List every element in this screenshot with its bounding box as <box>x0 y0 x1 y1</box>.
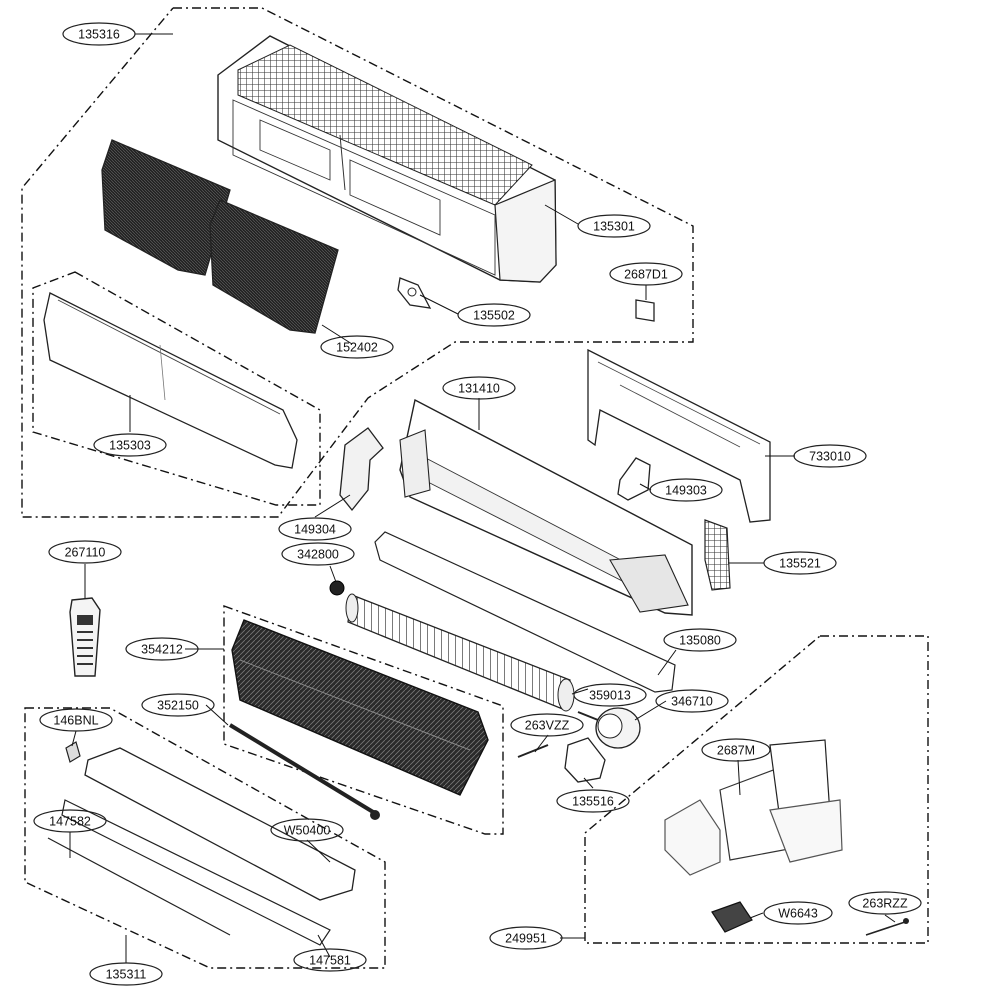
callout-152402[interactable]: 152402 <box>320 335 394 359</box>
vertical-vane-assembly-part <box>47 747 356 946</box>
callout-359013[interactable]: 359013 <box>573 683 647 707</box>
group-outline-front-panel <box>32 271 321 506</box>
callout-label: 149303 <box>665 484 707 498</box>
callout-147582[interactable]: 147582 <box>33 809 107 833</box>
group-outline-vane-assembly <box>24 707 386 969</box>
callout-147581[interactable]: 147581 <box>293 948 367 972</box>
callout-label: 346710 <box>671 695 713 709</box>
callout-342800[interactable]: 342800 <box>281 542 355 566</box>
vane-clip-part <box>65 741 81 763</box>
callout-label: 263RZZ <box>862 897 908 911</box>
callout-267110[interactable]: 267110 <box>48 540 122 564</box>
evaporator-coil-part <box>231 619 489 796</box>
callout-label: 135301 <box>593 220 635 234</box>
front-panel-part <box>43 292 298 469</box>
callout-label: 135080 <box>679 634 721 648</box>
callout-263RZZ[interactable]: 263RZZ <box>848 891 922 915</box>
leader-lines <box>69 33 896 963</box>
callout-label: 146BNL <box>53 714 98 728</box>
callout-label: 135316 <box>78 28 120 42</box>
callout-135316[interactable]: 135316 <box>62 22 136 46</box>
callout-135516[interactable]: 135516 <box>556 789 630 813</box>
room-sensor-part <box>865 918 909 936</box>
fan-bearing-part <box>329 580 345 596</box>
part-callouts: 135316 135301 2687D1 135502 152402 13530… <box>33 22 922 986</box>
callout-label: 733010 <box>809 450 851 464</box>
air-filter-left-part <box>101 139 231 276</box>
callout-135521[interactable]: 135521 <box>763 551 837 575</box>
side-bracket-part <box>339 427 384 512</box>
callout-label: 2687D1 <box>624 268 668 282</box>
air-filter-right-part <box>209 199 339 334</box>
control-box-assembly-part <box>664 739 843 876</box>
remote-control-part <box>69 597 101 677</box>
callout-263VZZ[interactable]: 263VZZ <box>510 713 584 737</box>
callout-label: 352150 <box>157 699 199 713</box>
thermistor-sensor-part <box>517 744 549 758</box>
callout-135502[interactable]: 135502 <box>457 303 531 327</box>
callout-W6643[interactable]: W6643 <box>763 901 833 925</box>
callout-135311[interactable]: 135311 <box>89 962 163 986</box>
callout-label: 135521 <box>779 557 821 571</box>
callout-W50400[interactable]: W50400 <box>270 818 344 842</box>
callout-352150[interactable]: 352150 <box>141 693 215 717</box>
callout-label: 147581 <box>309 954 351 968</box>
callout-label: 2687M <box>717 744 755 758</box>
callout-135080[interactable]: 135080 <box>663 628 737 652</box>
display-pcb-part <box>635 299 655 322</box>
callout-131410[interactable]: 131410 <box>442 376 516 400</box>
callout-label: 135303 <box>109 439 151 453</box>
sensor-holder-part <box>397 277 432 309</box>
callout-label: W50400 <box>284 824 331 838</box>
fan-motor-part <box>577 707 641 749</box>
side-guide-part <box>704 519 731 591</box>
callout-label: 342800 <box>297 548 339 562</box>
callout-label: W6643 <box>778 907 818 921</box>
callout-label: 149304 <box>294 523 336 537</box>
callout-146BNL[interactable]: 146BNL <box>39 708 113 732</box>
installation-plate-part <box>587 348 771 523</box>
main-chassis-part <box>217 35 557 283</box>
callout-label: 135516 <box>572 795 614 809</box>
callout-733010[interactable]: 733010 <box>793 444 867 468</box>
callout-249951[interactable]: 249951 <box>489 926 563 950</box>
group-outline-control-box <box>584 635 929 944</box>
callout-346710[interactable]: 346710 <box>655 689 729 713</box>
callout-label: 135502 <box>473 309 515 323</box>
callout-label: 267110 <box>65 546 106 560</box>
callout-135301[interactable]: 135301 <box>577 214 651 238</box>
callout-135303[interactable]: 135303 <box>93 433 167 457</box>
group-outline-front-cabinet <box>21 7 694 518</box>
callout-label: 152402 <box>336 341 378 355</box>
pipe-bracket-part <box>617 457 651 501</box>
drain-hose-part <box>228 723 380 820</box>
callout-label: 135311 <box>106 968 147 982</box>
base-drain-pan-part <box>399 398 693 616</box>
callout-354212[interactable]: 354212 <box>125 637 199 661</box>
terminal-block-part <box>711 901 753 933</box>
electric-rail-part <box>374 531 676 693</box>
cross-flow-fan-part <box>345 593 575 712</box>
callout-2687M[interactable]: 2687M <box>701 738 771 762</box>
callout-label: 359013 <box>589 689 631 703</box>
callout-149304[interactable]: 149304 <box>278 517 352 541</box>
callout-label: 249951 <box>505 932 547 946</box>
callout-label: 354212 <box>141 643 183 657</box>
callout-label: 263VZZ <box>525 719 570 733</box>
callout-label: 147582 <box>49 815 91 829</box>
callout-149303[interactable]: 149303 <box>649 478 723 502</box>
callout-label: 131410 <box>458 382 500 396</box>
motor-holder-part <box>564 737 606 783</box>
callout-2687D1[interactable]: 2687D1 <box>609 262 683 286</box>
